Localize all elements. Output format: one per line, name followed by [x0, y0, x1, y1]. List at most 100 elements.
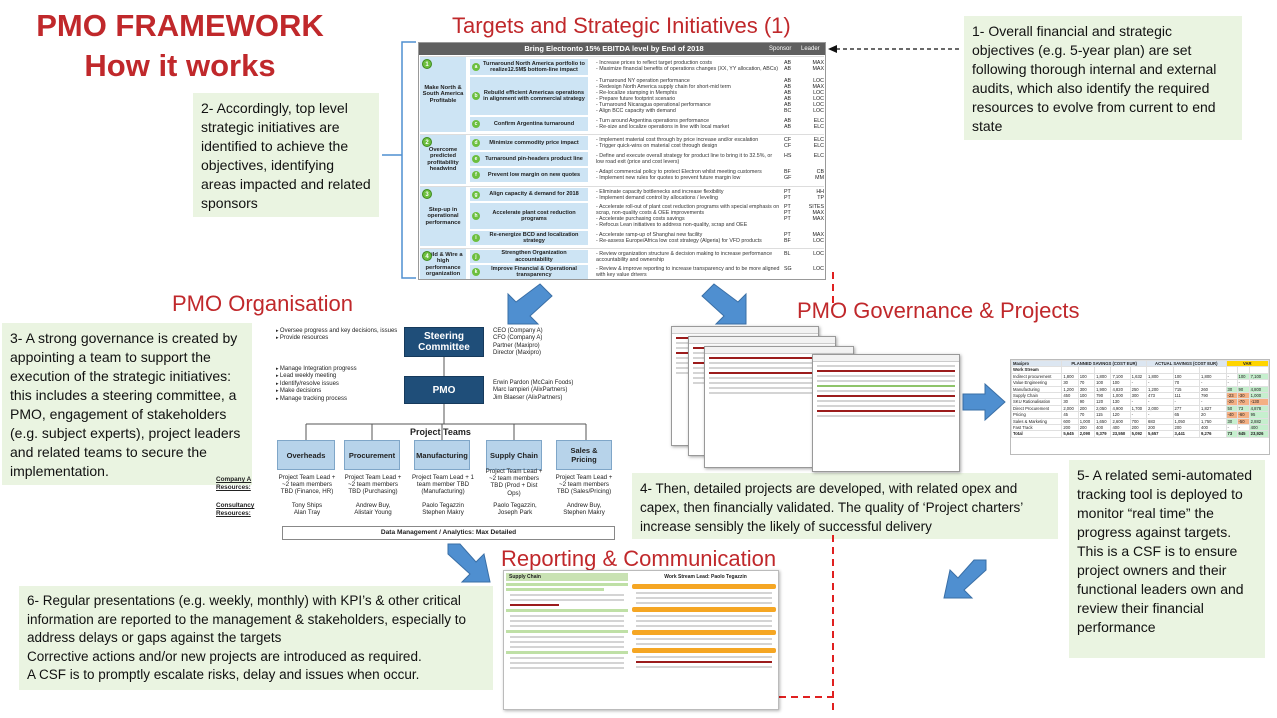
row-letter-badge: e [472, 155, 480, 163]
steering-task: Provide resources [276, 335, 400, 342]
row-letter-badge: b [472, 92, 480, 100]
tracker-var-cell: 73 [1225, 430, 1238, 438]
actions-cell: Accelerate roll-out of plant cost reduct… [588, 203, 784, 229]
group-category-label: Build & Wire a high performance organiza… [423, 251, 463, 277]
leader-code: MAX [812, 210, 824, 217]
action-item: Turn around Argentina operations perform… [596, 118, 781, 124]
bracket-icon [382, 41, 416, 279]
steering-member: CEO (Company A) [493, 328, 543, 334]
pmo-task: Lead weekly meeting [276, 373, 400, 380]
leader-code: ELC [813, 137, 824, 143]
tracker-var-cell: 1,000 [1248, 391, 1269, 400]
title-line-1: PMO FRAMEWORK [36, 8, 324, 43]
steering-task: Oversee progress and key decisions, issu… [276, 328, 400, 335]
page-title: PMO FRAMEWORK How it works [20, 6, 340, 86]
project-charter-doc-4 [812, 354, 960, 472]
tracker-planned-cell: 250 [1129, 385, 1148, 394]
tracker-planned-cell: 5,092 [1129, 430, 1148, 438]
dashed-arrow-icon [828, 45, 962, 53]
team-box-supply-chain: Supply Chain [486, 440, 542, 470]
down-arrow-icon [701, 283, 747, 325]
action-item: Review & improve reporting to increase t… [596, 266, 781, 278]
red-dashed-connector [832, 272, 834, 710]
sponsor-code: CF [784, 137, 792, 143]
actions-cell: Implement material cost through by price… [588, 136, 784, 150]
action-item: Implement demand control by allocations … [596, 195, 781, 201]
pmo-members: Erwin Pardon (McCain Foods) Marc Iampier… [493, 380, 623, 402]
data-management-bar: Data Management / Analytics: Max Detaile… [282, 526, 615, 540]
pmo-box: PMO [404, 376, 484, 404]
actions-cell: Adapt commercial policy to protect Elect… [588, 168, 784, 182]
team-box-overheads: Overheads [277, 440, 335, 470]
group-number-badge: 2 [422, 137, 432, 147]
initiative-label: Turnaround North America portfolio to re… [483, 60, 585, 73]
initiative-group-4: Build & Wire a high performance organiza… [420, 248, 824, 279]
tracker-var-cell: 2,882 [1248, 417, 1269, 426]
sponsor-code: AB [784, 78, 792, 84]
leader-code: ELC [813, 118, 824, 124]
reporting-right-page: Work Stream Lead: Paolo Tegazzin [632, 573, 776, 707]
action-item: Align BCC capacity with demand [596, 108, 781, 114]
action-item: Re-size and localize operations in line … [596, 124, 781, 130]
sponsor-code: AB [784, 60, 792, 66]
sponsor-code: PT [784, 232, 791, 238]
sponsor-code: BC [784, 108, 792, 115]
sponsor-code: AB [784, 96, 792, 103]
team-box-manufacturing: Manufacturing [414, 440, 470, 470]
sponsor-code: PT [784, 216, 791, 223]
sponsor-code: PT [784, 204, 791, 210]
consultancy-resources-label: Consultancy Resources: [216, 502, 255, 517]
section-title-organisation: PMO Organisation [172, 291, 353, 316]
team-lead-sales-pricing: Project Team Lead + ~2 team members TBD … [555, 474, 613, 496]
leader-code: TP [817, 195, 824, 202]
sponsor-code: AB [784, 90, 792, 97]
action-item: Eliminate capacity bottlenecks and incre… [596, 189, 781, 195]
action-item: Prepare future footprint scenario [596, 96, 781, 102]
tracker-planned-cell: 23,550 [1110, 430, 1131, 438]
leader-code: LOC [813, 238, 824, 245]
tracker-planned-cell: 2,090 [1077, 430, 1096, 438]
tracker-planned-cell: 1,632 [1129, 372, 1148, 381]
sponsor-code: BF [784, 169, 791, 175]
leader-code: MAX [812, 216, 824, 223]
reporting-left-page: Supply Chain [506, 573, 628, 707]
leader-code: ELC [813, 124, 824, 131]
tracker-planned-cell: 120 [1094, 398, 1112, 406]
steering-tasks: Oversee progress and key decisions, issu… [276, 328, 400, 343]
project-teams-label: Project Teams [410, 427, 471, 437]
tracker-var-cell: 645 [1236, 430, 1250, 438]
leader-code: LOC [813, 102, 824, 109]
tracker-planned-cell: 9,379 [1094, 430, 1112, 438]
actions-cell: Review organization structure & decision… [588, 250, 784, 263]
team-box-sales-pricing: Sales & Pricing [556, 440, 612, 470]
red-dashed-bottom [767, 696, 833, 698]
section-title-governance: PMO Governance & Projects [797, 298, 1080, 323]
tracking-tool-table: Maxipro PLANNED SAVINGS (COST EUR) ACTUA… [1010, 359, 1270, 455]
steering-member: Partner (Maxipro) [493, 342, 540, 349]
sponsor-code: AB [784, 102, 792, 109]
down-arrow-icon [447, 543, 491, 583]
leader-code: LOC [813, 266, 824, 272]
initiative-label: Minimize commodity price impact [489, 139, 579, 146]
tracker-planned-cell: 2,050 [1094, 404, 1112, 413]
team-lead-supply-chain: Project Team Lead + ~2 team members TBD … [485, 468, 543, 497]
tracker-planned-cell: 1,800 [1094, 372, 1112, 381]
pmo-task: Make decisions [276, 388, 400, 395]
pmo-member: Jim Blaeser (AlixPartners) [493, 394, 563, 401]
